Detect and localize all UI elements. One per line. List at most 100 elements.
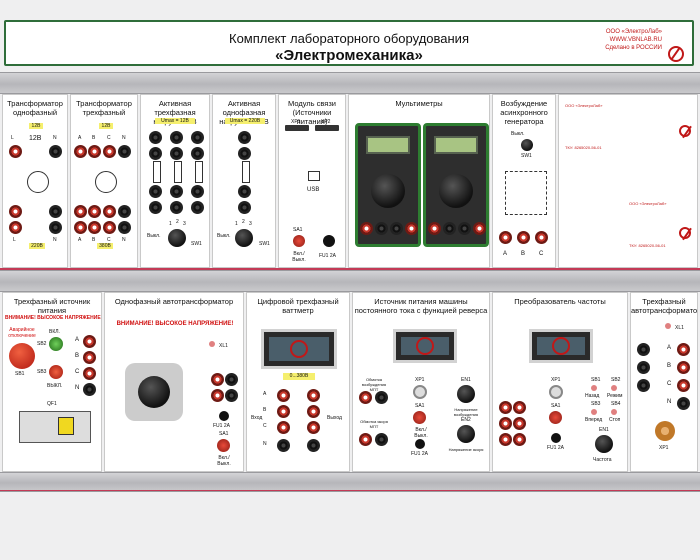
socket[interactable] <box>149 147 162 160</box>
socket[interactable] <box>359 391 372 404</box>
socket[interactable] <box>170 147 183 160</box>
socket[interactable] <box>307 389 320 402</box>
emergency-stop-button[interactable] <box>9 343 35 369</box>
socket[interactable] <box>191 147 204 160</box>
socket[interactable] <box>513 433 526 446</box>
switch-knob[interactable] <box>168 229 186 247</box>
socket[interactable] <box>499 231 512 244</box>
socket[interactable] <box>149 185 162 198</box>
socket[interactable] <box>118 145 131 158</box>
socket[interactable] <box>277 439 290 452</box>
socket[interactable] <box>225 373 238 386</box>
socket[interactable] <box>9 205 22 218</box>
socket[interactable] <box>118 205 131 218</box>
socket[interactable] <box>637 379 650 392</box>
socket[interactable] <box>170 201 183 214</box>
round-connector[interactable] <box>549 385 563 399</box>
socket[interactable] <box>83 335 96 348</box>
socket[interactable] <box>225 389 238 402</box>
round-connector[interactable] <box>655 421 675 441</box>
socket[interactable] <box>149 201 162 214</box>
fuse-holder[interactable] <box>323 235 335 247</box>
socket[interactable] <box>149 131 162 144</box>
socket[interactable] <box>517 231 530 244</box>
socket[interactable] <box>238 147 251 160</box>
socket[interactable] <box>83 383 96 396</box>
usb-port-icon[interactable] <box>308 171 320 181</box>
socket[interactable] <box>191 185 204 198</box>
socket[interactable] <box>74 145 87 158</box>
socket[interactable] <box>390 222 403 235</box>
switch-knob[interactable] <box>521 139 533 151</box>
socket[interactable] <box>211 373 224 386</box>
autotransformer-dial[interactable] <box>125 363 183 421</box>
button-small[interactable] <box>591 385 597 391</box>
socket[interactable] <box>83 351 96 364</box>
power-button[interactable] <box>413 411 426 424</box>
socket[interactable] <box>191 201 204 214</box>
socket[interactable] <box>535 231 548 244</box>
button-small[interactable] <box>611 409 617 415</box>
socket[interactable] <box>49 145 62 158</box>
multimeter-2[interactable] <box>423 123 489 247</box>
socket[interactable] <box>307 439 320 452</box>
socket[interactable] <box>238 131 251 144</box>
socket[interactable] <box>677 397 690 410</box>
socket[interactable] <box>170 185 183 198</box>
armature-knob[interactable] <box>457 425 475 443</box>
socket[interactable] <box>211 389 224 402</box>
socket[interactable] <box>473 222 486 235</box>
socket[interactable] <box>499 417 512 430</box>
socket[interactable] <box>88 221 101 234</box>
socket[interactable] <box>9 145 22 158</box>
socket[interactable] <box>238 201 251 214</box>
socket[interactable] <box>637 361 650 374</box>
power-button[interactable] <box>217 439 230 452</box>
socket[interactable] <box>277 405 290 418</box>
socket[interactable] <box>405 222 418 235</box>
socket[interactable] <box>677 343 690 356</box>
serial-port[interactable] <box>315 125 339 131</box>
circuit-breaker[interactable] <box>19 411 91 443</box>
stop-button[interactable] <box>49 365 63 379</box>
power-button[interactable] <box>293 235 305 247</box>
socket[interactable] <box>49 221 62 234</box>
socket[interactable] <box>443 222 456 235</box>
socket[interactable] <box>277 389 290 402</box>
socket[interactable] <box>428 222 441 235</box>
fuse-holder[interactable] <box>415 439 425 449</box>
socket[interactable] <box>375 222 388 235</box>
multimeter-dial[interactable] <box>439 174 473 208</box>
socket[interactable] <box>359 433 372 446</box>
socket[interactable] <box>458 222 471 235</box>
socket[interactable] <box>375 433 388 446</box>
socket[interactable] <box>170 131 183 144</box>
socket[interactable] <box>277 421 290 434</box>
fuse-holder[interactable] <box>551 433 561 443</box>
multimeter-dial[interactable] <box>371 174 405 208</box>
frequency-knob[interactable] <box>595 435 613 453</box>
socket[interactable] <box>9 221 22 234</box>
socket[interactable] <box>83 367 96 380</box>
socket[interactable] <box>677 361 690 374</box>
socket[interactable] <box>307 405 320 418</box>
socket[interactable] <box>513 417 526 430</box>
socket[interactable] <box>74 205 87 218</box>
socket[interactable] <box>88 145 101 158</box>
socket[interactable] <box>238 185 251 198</box>
socket[interactable] <box>307 421 320 434</box>
socket[interactable] <box>499 401 512 414</box>
fuse-holder[interactable] <box>219 411 229 421</box>
start-button[interactable] <box>49 337 63 351</box>
socket[interactable] <box>49 205 62 218</box>
socket[interactable] <box>88 205 101 218</box>
socket[interactable] <box>677 379 690 392</box>
socket[interactable] <box>74 221 87 234</box>
serial-port[interactable] <box>285 125 309 131</box>
socket[interactable] <box>103 205 116 218</box>
excitation-knob[interactable] <box>457 385 475 403</box>
socket[interactable] <box>375 391 388 404</box>
socket[interactable] <box>513 401 526 414</box>
dial-knob[interactable] <box>138 376 170 408</box>
socket[interactable] <box>103 221 116 234</box>
